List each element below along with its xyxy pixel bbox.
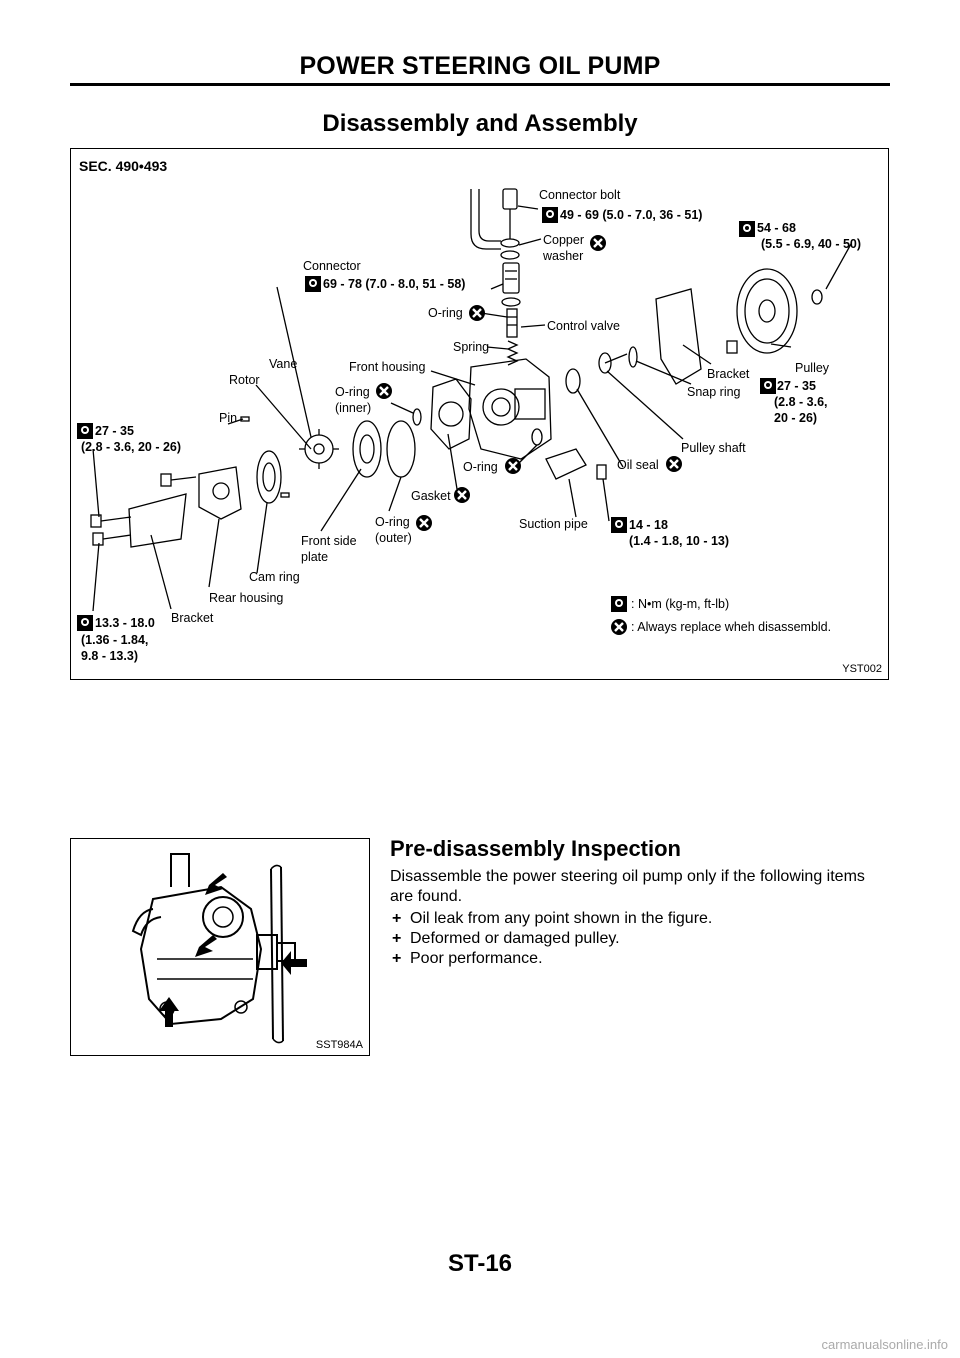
label-front-side-plate-line1: Front side xyxy=(301,534,357,548)
label-oil-seal: Oil seal xyxy=(617,458,659,472)
label-bracket-right: Bracket xyxy=(707,367,750,381)
label-pin: Pin xyxy=(219,411,238,425)
label-copper-washer-line1: Copper xyxy=(543,233,584,247)
torque-bracket-values: (2.8 - 3.6, xyxy=(774,395,828,409)
bullet-symbol: + xyxy=(392,910,402,927)
page-number: ST-16 xyxy=(447,1250,513,1277)
label-snap-ring: Snap ring xyxy=(687,385,741,399)
torque-bracket: 27 - 35 xyxy=(777,379,816,393)
label-copper-washer-line2: washer xyxy=(543,249,584,263)
label-front-housing: Front housing xyxy=(349,360,426,374)
label-control-valve: Control valve xyxy=(547,319,620,333)
list-item-text: Deformed or damaged pulley. xyxy=(410,930,620,947)
exploded-view-drawing xyxy=(77,188,852,637)
torque-connector: 69 - 78 (7.0 - 8.0, 51 - 58) xyxy=(323,277,466,291)
torque-nut-values: (5.5 - 6.9, 40 - 50) xyxy=(761,237,862,251)
header-rule xyxy=(70,83,890,86)
label-o-ring-inner-line2: (inner) xyxy=(335,401,372,415)
list-item: + Deformed or damaged pulley. xyxy=(390,929,890,949)
list-item-text: Oil leak from any point shown in the fig… xyxy=(410,910,713,927)
pump-drawing xyxy=(131,853,307,1044)
figure-id-2: SST984A xyxy=(315,1039,363,1051)
label-connector: Connector xyxy=(303,259,361,273)
bullet-symbol: + xyxy=(392,930,402,947)
bullet-symbol: + xyxy=(392,950,402,967)
label-gasket: Gasket xyxy=(411,489,451,503)
torque-nut: 54 - 68 xyxy=(757,221,796,235)
subsection-title: Pre-disassembly Inspection xyxy=(390,836,681,861)
exploded-view-figure: SEC. 490•493 Connector bolt 49 - 69 (5.0… xyxy=(70,148,889,680)
torque-bottom-values-2: 9.8 - 13.3) xyxy=(81,649,138,663)
torque-bolt-left: 27 - 35 xyxy=(95,424,134,438)
label-pulley-shaft: Pulley shaft xyxy=(681,441,746,455)
list-item: + Oil leak from any point shown in the fi… xyxy=(390,909,890,929)
label-front-side-plate-line2: plate xyxy=(301,550,329,564)
section-code: SEC. 490•493 xyxy=(79,158,168,174)
list-item: + Poor performance. xyxy=(390,949,890,969)
legend-torque-text: : N•m (kg-m, ft-lb) xyxy=(631,597,730,611)
label-o-ring-inner-line1: O-ring xyxy=(335,385,370,399)
label-spring: Spring xyxy=(453,340,490,354)
label-vane: Vane xyxy=(269,357,298,371)
torque-suction-values: (1.4 - 1.8, 10 - 13) xyxy=(629,534,730,548)
label-bracket-left: Bracket xyxy=(171,611,214,625)
page-header-title: POWER STEERING OIL PUMP xyxy=(299,52,661,80)
intro-paragraph: Disassemble the power steering oil pump … xyxy=(390,868,865,905)
inspection-list: + Oil leak from any point shown in the fi… xyxy=(390,909,890,969)
inspection-figure: SST984A xyxy=(70,838,370,1056)
label-o-ring-outer-line2: (outer) xyxy=(375,531,412,545)
torque-bottom: 13.3 - 18.0 xyxy=(95,616,155,630)
label-o-ring-outer-line1: O-ring xyxy=(375,515,410,529)
label-connector-bolt: Connector bolt xyxy=(539,188,621,202)
torque-bracket-values-2: 20 - 26) xyxy=(774,411,818,425)
section-title: Disassembly and Assembly xyxy=(322,110,638,137)
label-suction-pipe: Suction pipe xyxy=(519,517,588,531)
torque-connector-bolt: 49 - 69 (5.0 - 7.0, 36 - 51) xyxy=(560,208,703,222)
legend-replace-text: : Always replace wheh disassembld. xyxy=(631,620,832,634)
label-rear-housing: Rear housing xyxy=(209,591,284,605)
torque-bottom-values: (1.36 - 1.84, xyxy=(81,633,149,647)
label-o-ring-lower: O-ring xyxy=(463,460,498,474)
figure-id: YST002 xyxy=(842,663,882,675)
label-o-ring: O-ring xyxy=(428,306,463,320)
label-cam-ring: Cam ring xyxy=(249,570,300,584)
watermark-text: carmanualsonline.info xyxy=(821,1337,948,1352)
label-rotor: Rotor xyxy=(229,373,260,387)
list-item-text: Poor performance. xyxy=(410,950,543,967)
label-pulley: Pulley xyxy=(795,361,830,375)
torque-suction: 14 - 18 xyxy=(629,518,668,532)
torque-bolt-left-values: (2.8 - 3.6, 20 - 26) xyxy=(81,440,182,454)
